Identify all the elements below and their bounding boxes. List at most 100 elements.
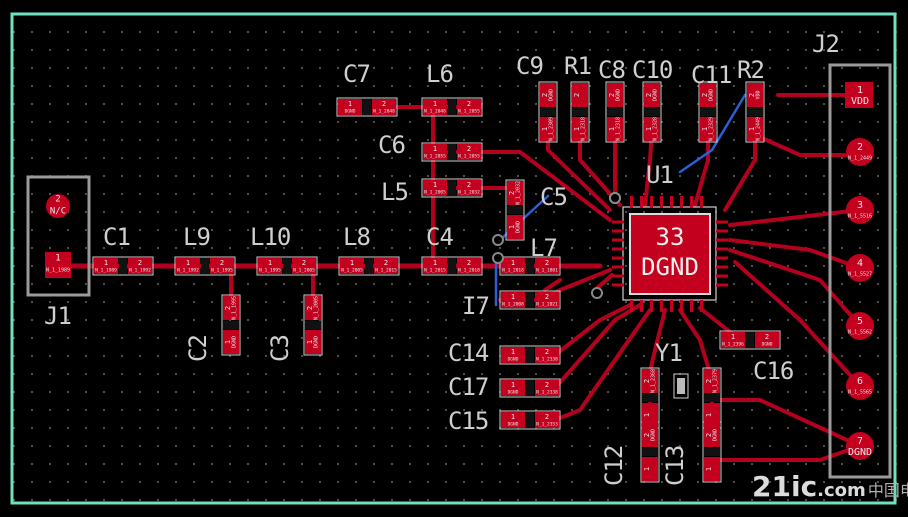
c14-net-1: DGND [508,357,519,363]
c16-net-1: N_1_2396 [722,342,744,348]
u1-pin [716,265,728,269]
vias [492,192,621,299]
u1-pin [680,196,683,208]
via [492,234,504,246]
c7-pad-1 [338,99,362,115]
c7-net-2: N_1_2048 [373,109,395,115]
l7-pin2: 2 [545,259,549,267]
label-l9: L9 [183,223,211,251]
l5-pad-2 [457,180,481,196]
c17-pin2: 2 [545,381,549,389]
c6-net-2: N_1_2055 [458,154,480,160]
c7-body [363,99,371,115]
u1-pin [660,300,663,312]
u1-pin [700,300,703,312]
c15-body [526,412,534,428]
j2-pin-net: N_1_5527 [848,272,872,278]
c8-pin1: 1 [608,127,616,131]
l7-pin1: 1 [511,259,515,267]
label-c5: C5 [540,183,568,211]
u1-pin-count: 33 [656,223,685,251]
c15-pin1: 1 [511,413,515,421]
c12-pin2: 2 [643,433,651,437]
c5-pin2: 2 [508,191,516,195]
l6-outline [421,97,483,117]
label-c11: C11 [691,61,732,89]
j1-pin1-number: 1 [55,254,60,264]
c15-net-1: DGND [508,422,519,428]
j2-outline [828,63,892,479]
label-c10: C10 [632,56,673,84]
u1-pin [650,300,653,312]
c8-net-1: N_1_2318 [616,117,622,141]
c15-net-2: N_1_2353 [536,422,558,428]
r1-pad-1 [572,117,588,141]
c10-body [644,108,660,116]
c17-net-2: N_1_2338 [536,390,558,396]
copper-trace [753,133,862,157]
c13-top-pad-2 [704,369,720,393]
c17-outline [499,378,561,398]
c13-top-pin2: 2 [705,379,713,383]
l9-pad-2 [210,258,234,274]
u1-pin [670,300,673,312]
c7-pin2: 2 [382,100,386,108]
l10-pad-1 [258,258,282,274]
c9-outline [538,81,558,143]
c13-top-body [704,394,720,402]
r2-net-1: N_1_2449 [756,117,762,141]
l8-pin2: 2 [384,259,388,267]
c2-body [223,321,239,329]
j2-pin-net: N_1_2449 [848,156,872,162]
label-l7: L7 [530,234,558,262]
c17-pad-1 [501,380,525,396]
via [492,252,504,264]
u1-pin [612,238,624,242]
c12-top-pad-2 [642,369,658,393]
r1-pin2: 2 [573,93,581,97]
r2-pin1: 1 [748,127,756,131]
c11-net-2: DGND [709,89,715,101]
l6-net-2: N_1_2055 [458,109,480,115]
c12-net-2: DGND [651,429,657,441]
u1-pin [612,247,624,251]
j2-pin-net: N_1_5562 [848,330,872,336]
l5-outline [421,178,483,198]
l8-pad-1 [340,258,364,274]
c8-pad-1 [607,117,623,141]
r2-net-2: VDD [756,90,762,99]
c12-top-pad-1 [642,403,658,427]
c17-pin1: 1 [511,381,515,389]
label-c13: C13 [661,445,689,486]
u1-pin [640,196,643,208]
r1-net-1: N_1_2318 [581,117,587,141]
l6-net-1: N_1_2048 [424,109,446,115]
u1-pin [716,274,728,278]
l5-pin1: 1 [433,181,437,189]
copper-trace [578,133,622,207]
c3-pad-1 [305,330,321,354]
c14-body [526,347,534,363]
watermark-sub: .com [817,480,866,501]
l7-net-1: N_1_2018 [502,268,524,274]
c4-pin1: 1 [433,259,437,267]
c6-body [448,144,456,160]
c11-pin1: 1 [701,127,709,131]
l7-outline [499,256,561,276]
c8-pin2: 2 [608,93,616,97]
c11-pin2: 2 [701,93,709,97]
c3-pin2: 2 [306,306,314,310]
c13-body [704,448,720,456]
c15-pin2: 2 [545,413,549,421]
c4-body [448,258,456,274]
y1-outline [673,373,689,399]
c15-pad-1 [501,412,525,428]
c7-pin1: 1 [348,100,352,108]
c9-pin2: 2 [541,93,549,97]
c6-pin2: 2 [467,145,471,153]
copper-trace [543,278,562,292]
label-c16: C16 [753,357,794,385]
c6-net-1: N_1_2055 [424,154,446,160]
